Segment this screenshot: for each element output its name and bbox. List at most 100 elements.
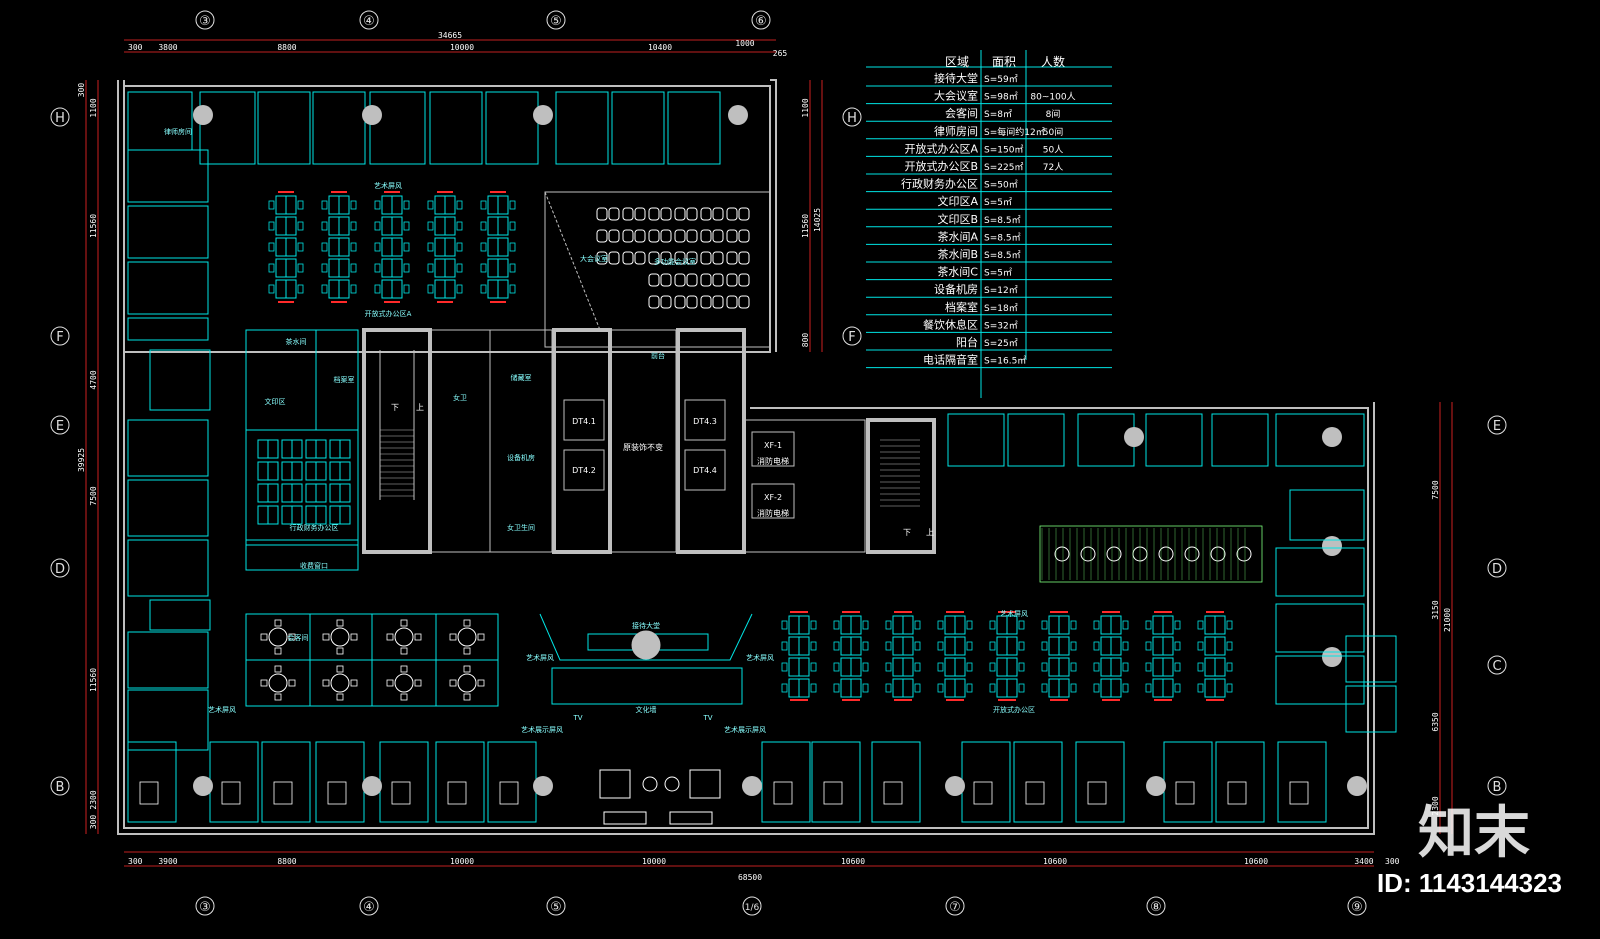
desk: [338, 195, 350, 215]
desk: [1048, 615, 1060, 635]
chair: [427, 200, 434, 210]
desk: [892, 636, 904, 656]
meeting-chair: [674, 229, 686, 243]
grid-col-4-bottom: ④: [363, 900, 375, 915]
desk: [305, 505, 317, 525]
lawyer-room: [761, 741, 811, 823]
chair: [321, 200, 328, 210]
dim-right-lower-3: 6350: [1431, 712, 1440, 731]
desk: [338, 279, 350, 299]
dining-table: [1106, 546, 1122, 562]
desk: [1162, 657, 1174, 677]
desk: [996, 636, 1008, 656]
table-cell-area: 行政财务办公区: [901, 177, 978, 191]
meeting-chair: [686, 295, 698, 309]
dining-area: [1039, 525, 1263, 583]
lawyer-desk: [1175, 781, 1195, 805]
desk: [434, 195, 446, 215]
chair: [914, 683, 921, 693]
label-art-screen-top: 艺术屏风: [374, 181, 402, 190]
dim-left-6: 2300: [89, 790, 98, 809]
chair: [480, 263, 487, 273]
guest-table: [457, 673, 477, 693]
meeting-chair: [712, 295, 724, 309]
chair: [297, 221, 304, 231]
desk: [954, 636, 966, 656]
table-cell-size: S=59㎡: [984, 74, 1018, 85]
grid-col-5-bottom: ⑤: [550, 900, 562, 915]
table-cell-area: 会客间: [945, 106, 978, 120]
desk: [1100, 636, 1112, 656]
finance-office: [245, 329, 359, 571]
table-header-people: 人数: [1041, 54, 1065, 69]
chair: [862, 662, 869, 672]
desk: [1162, 615, 1174, 635]
chair: [321, 284, 328, 294]
desk: [798, 678, 810, 698]
desk: [497, 195, 509, 215]
desk: [1110, 657, 1122, 677]
desk: [1058, 678, 1070, 698]
chair: [1174, 683, 1181, 693]
chair: [1122, 662, 1129, 672]
meeting-chair: [686, 229, 698, 243]
guest-chair: [414, 679, 422, 687]
meeting-chair: [608, 251, 620, 265]
dim-top-3: 10000: [450, 43, 474, 52]
desk: [381, 195, 393, 215]
chair: [1145, 662, 1152, 672]
open-office-a: [268, 191, 516, 303]
label-open-office-b: 开放式办公区: [993, 705, 1035, 714]
table-cell-area: 电话隔音室: [923, 353, 978, 367]
guest-rooms: [245, 613, 499, 707]
lawyer-desk: [273, 781, 293, 805]
desk: [487, 279, 499, 299]
dim-right-lower-2: 21000: [1443, 608, 1452, 632]
grid-col-3-top: ③: [199, 14, 211, 29]
table-cell-people: 50人: [1043, 144, 1063, 155]
dim-top-1: 3800: [158, 43, 177, 52]
table-cell-size: S=8.5㎡: [984, 250, 1021, 261]
meeting-chair: [726, 251, 738, 265]
dim-left-3: 4700: [89, 370, 98, 389]
dim-bottom-2: 8800: [277, 857, 296, 866]
lawyer-room: [1277, 741, 1327, 823]
chair: [1122, 620, 1129, 630]
table-cell-size: S=25㎡: [984, 338, 1018, 349]
meeting-chair: [700, 251, 712, 265]
desk: [892, 678, 904, 698]
table-cell-size: S=5㎡: [984, 197, 1012, 208]
desk: [1214, 615, 1226, 635]
guest-chair: [463, 619, 471, 627]
meeting-chair: [712, 207, 724, 221]
label-reception-desk: 前台: [651, 351, 665, 360]
desk: [328, 195, 340, 215]
table-cell-area: 文印区B: [937, 212, 978, 226]
table-cell-area: 餐饮休息区: [923, 317, 978, 331]
meeting-chair: [608, 207, 620, 221]
desk: [315, 461, 327, 481]
label-open-office-a: 开放式办公区A: [365, 309, 412, 318]
chair: [810, 662, 817, 672]
meeting-chair: [660, 273, 672, 287]
chair: [833, 641, 840, 651]
chair: [268, 263, 275, 273]
desk: [1048, 678, 1060, 698]
chair: [914, 641, 921, 651]
watermark-id: ID: 1143144323: [1376, 868, 1562, 898]
label-tv-1: TV: [572, 714, 582, 722]
table-cell-people: 50间: [1043, 126, 1063, 138]
desk: [338, 258, 350, 278]
desk: [391, 279, 403, 299]
label-big-meeting: 大会议室: [580, 254, 608, 263]
chair: [403, 242, 410, 252]
desk: [285, 279, 297, 299]
chair: [781, 683, 788, 693]
table-header-area: 区域: [945, 55, 969, 69]
finance-desks: [257, 439, 351, 525]
chair: [862, 683, 869, 693]
table-cell-area: 律师房间: [934, 125, 978, 138]
chair: [1226, 620, 1233, 630]
chair: [1018, 683, 1025, 693]
guest-chair: [400, 619, 408, 627]
